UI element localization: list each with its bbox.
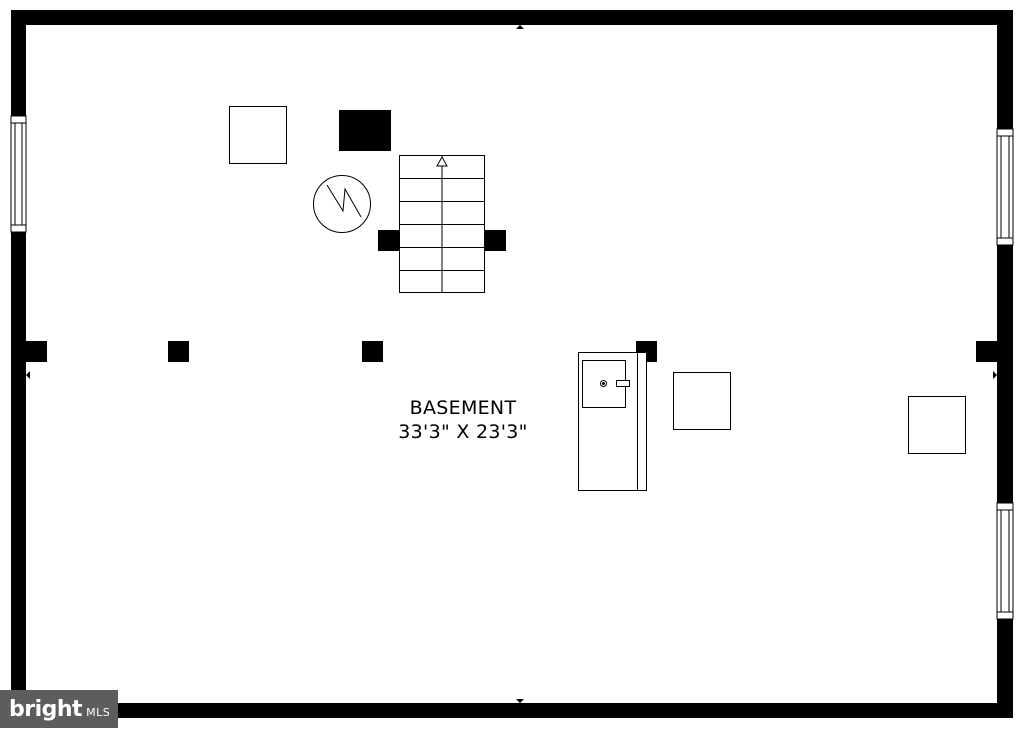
wall-bottom — [11, 703, 1013, 718]
fixtures — [229, 106, 966, 454]
wall-top — [11, 10, 1013, 25]
fixture-square — [908, 396, 966, 454]
marker-left — [26, 371, 30, 379]
fixture-square — [229, 106, 287, 164]
column-stair-left — [378, 230, 399, 251]
chimney-block — [339, 110, 391, 151]
water-heater-icon — [313, 175, 371, 233]
watermark-suffix: MLS — [86, 705, 111, 719]
room-name: BASEMENT — [409, 397, 517, 419]
window-right-upper — [996, 128, 1014, 246]
fixture-square — [673, 372, 731, 430]
marker-right — [993, 371, 997, 379]
room-dimensions: 33'3" X 23'3" — [398, 421, 528, 443]
wall-markers — [26, 25, 997, 703]
columns — [26, 110, 997, 362]
column-stair-right — [485, 230, 506, 251]
stair-arrow-icon — [436, 155, 448, 167]
marker-top — [516, 25, 524, 29]
column-right-wall — [976, 341, 997, 362]
staircase — [399, 155, 485, 293]
column-left-wall — [26, 341, 47, 362]
appliance-unit — [578, 352, 647, 491]
windows — [10, 115, 1014, 620]
marker-bottom — [516, 699, 524, 703]
exterior-walls — [11, 10, 1013, 718]
window-right-lower — [996, 502, 1014, 620]
room-label: BASEMENT 33'3" X 23'3" — [363, 396, 563, 444]
watermark-brand: bright — [9, 696, 83, 722]
watermark-logo: bright MLS — [0, 690, 118, 728]
column — [362, 341, 383, 362]
column — [168, 341, 189, 362]
window-left — [10, 115, 27, 233]
